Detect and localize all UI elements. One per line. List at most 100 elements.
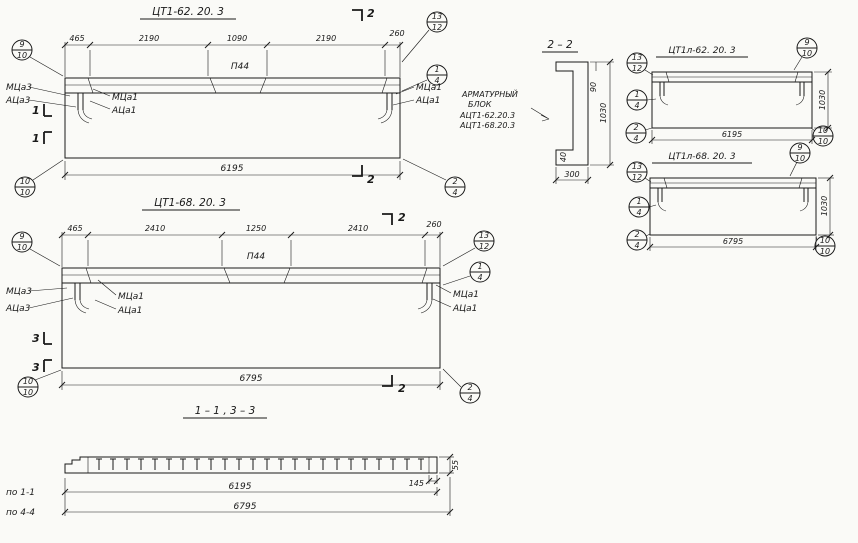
view-title: ЦТ1-68. 20. 3 [154,197,226,209]
dim-2190: 2190 [139,34,159,43]
callout-top: 10 [820,236,830,245]
mark-mca1-inner: МЦа1 [118,292,144,302]
callout-top: 13 [632,162,642,171]
elevation-ct1-62: ЦТ1-62. 20. 3 465 2190 1090 2190 260 П44 [5,6,466,198]
dim-40: 40 [559,152,568,162]
callout-left-2: 1 4 [626,89,657,111]
dim-1030: 1030 [820,196,829,216]
anchor-ticks [92,458,426,471]
plan-bar [64,456,438,474]
callout-bottom: 10 [802,49,812,58]
rebar-labels: МЦа3 АЦа3 МЦа1 АЦа1 МЦа1 АЦа1 [5,279,479,316]
cut-mark-2: 2 2 [352,7,375,186]
dim-6195: 6195 [229,482,252,492]
callout-top: 10 [20,177,30,186]
dim-1090: 1090 [227,34,247,43]
callout-bottom: 4 [634,101,639,110]
part-label: П44 [231,62,249,72]
note-line1: АРМАТУРНЫЙ [461,88,518,99]
callout-bottom: 4 [434,76,439,85]
dimension-height: 1030 [818,174,834,239]
callout-bottom: 12 [632,64,642,73]
dim-2190b: 2190 [316,34,336,43]
callout-bottom: 4 [634,241,639,250]
callout-top: 2 [452,177,457,186]
view-title: ЦТ1л-62. 20. 3 [668,46,736,56]
dim-total: 6795 [723,237,743,246]
dimension-thickness-55: 55 [439,453,460,477]
dimension-total: 6795 [646,237,820,251]
callout-bottom: 10 [23,388,33,397]
callout-right: 1 4 [442,261,491,286]
cut-mark-1: 1 1 [32,104,52,145]
callout-bottom-right: 2 4 [402,158,466,198]
elevation-ct1l-62: ЦТ1л-62. 20. 3 6195 1030 13 12 1 [625,37,834,147]
callout-top-left: 9 10 [11,231,61,267]
dim-260: 260 [389,29,404,38]
callout-top: 13 [632,53,642,62]
dim-total: 6195 [221,164,244,174]
dimension-height: 1030 [590,58,614,169]
note-line3: АЦТ1-62.20.3 [459,111,515,120]
dim-465: 465 [67,224,82,233]
callout-left-1: 13 12 [626,52,654,76]
callout-bottom-left: 10 10 [17,369,62,398]
callout-bottom: 4 [452,188,457,197]
callout-top: 9 [804,38,809,47]
callout-right: 1 4 [401,64,448,92]
part-label: П44 [247,252,265,262]
callout-bottom: 10 [20,188,30,197]
cut-number: 2 [367,7,375,20]
callout-bottom: 10 [795,154,805,163]
callout-right-top: 9 10 [793,37,818,71]
callout-bottom: 10 [818,137,828,146]
callout-bottom: 12 [632,173,642,182]
section-profile [555,61,589,166]
row-label: по 4-4 [6,508,35,518]
callout-bottom: 12 [432,23,442,32]
mark-aca1-inner: АЦа1 [111,106,136,116]
dimension-height: 1030 [814,68,832,132]
callout-top: 10 [818,126,828,135]
mark-mca3: МЦа3 [6,287,32,297]
mark-mca3: МЦа3 [6,83,32,93]
callout-top-right: 13 12 [442,230,495,267]
callout-top: 9 [797,143,802,152]
dim-2410b: 2410 [348,224,368,233]
callout-top: 1 [634,90,639,99]
callout-bottom: 10 [820,247,830,256]
plan-section-1-1-3-3: 1 – 1 , 3 – 3 145 55 6195 по 1-1 [6,405,460,518]
callout-top: 10 [23,377,33,386]
callout-top: 2 [467,383,472,392]
dim-1030: 1030 [818,90,827,110]
mark-aca3: АЦа3 [5,304,31,314]
callout-top: 2 [633,123,638,132]
callout-left-2: 1 4 [628,196,657,218]
mark-mca1-right: МЦа1 [453,290,479,300]
note-line4: АЦТ1-68.20.3 [459,121,515,130]
dim-260: 260 [426,220,441,229]
callout-bottom-right: 2 4 [442,368,481,404]
beam-outline [61,267,441,369]
cut-mark-3: 3 3 [32,332,52,374]
callout-top-left: 9 10 [11,39,64,77]
dim-2410: 2410 [145,224,165,233]
dim-145: 145 [409,479,424,488]
callout-top: 2 [634,230,639,239]
beam-outline [649,177,817,236]
callout-right-top: 9 10 [789,142,811,177]
dimension-flange: 90 [589,62,598,92]
rebar-labels: МЦа3 АЦа3 МЦа1 АЦа1 МЦа1 АЦа1 [5,83,442,116]
section-title: 1 – 1 , 3 – 3 [195,405,256,417]
dimension-total: 6195 [648,130,816,144]
section-2-2: 2 – 2 АРМАТУРНЫЙ БЛОК АЦТ1-62.20.3 АЦТ1-… [459,39,614,184]
dimension-total: 6795 [58,371,444,390]
mark-mca1-right: МЦа1 [416,83,442,93]
callout-top: 13 [479,231,489,240]
dim-1030: 1030 [599,103,608,123]
dimension-chain-top: 465 2410 1250 2410 260 [58,220,444,267]
dimension-total: 6195 [61,161,404,180]
callout-bottom: 10 [17,51,27,60]
view-title: ЦТ1л-68. 20. 3 [668,152,736,162]
